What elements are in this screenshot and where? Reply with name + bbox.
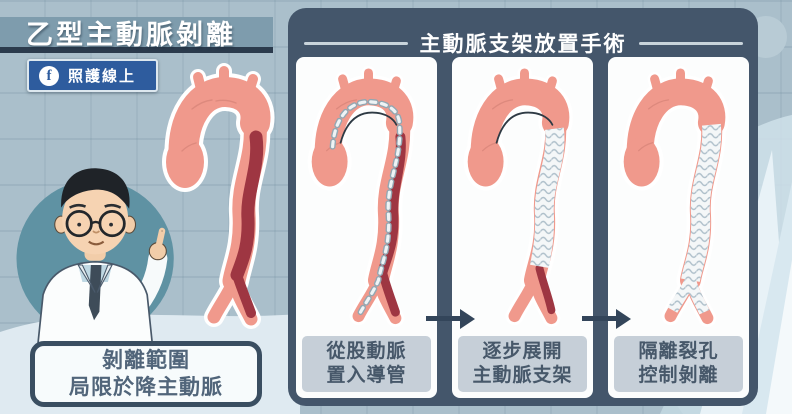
step2-line1: 逐步展開 <box>482 341 563 363</box>
procedure-container: 主動脈支架放置手術 <box>288 8 758 406</box>
caption-line-1: 剝離範圍 <box>102 348 190 372</box>
step3-line2: 控制剝離 <box>638 365 719 386</box>
doctor-face <box>54 168 137 255</box>
large-aorta-illustration <box>162 63 275 329</box>
catheter <box>495 111 554 144</box>
step3-line1: 隔離裂孔 <box>638 341 719 363</box>
step-panel-2: 逐步展開 主動脈支架 <box>452 57 593 398</box>
step-caption-2: 逐步展開 主動脈支架 <box>458 336 587 392</box>
step-arrow-2 <box>582 308 631 329</box>
title-badge: 乙型主動脈剝離 <box>0 17 273 53</box>
step1-line2: 置入導管 <box>326 365 407 386</box>
aorta-with-guidewire-illustration <box>307 65 417 328</box>
header-rule-left <box>303 41 408 45</box>
dissection-caption: 剝離範圍 局限於降主動脈 <box>30 341 262 407</box>
false-lumen <box>377 131 406 317</box>
step1-line1: 從股動脈 <box>326 341 407 363</box>
aorta-stent-partial-illustration <box>463 65 573 328</box>
brand-label: 照護線上 <box>68 68 137 85</box>
caption-line-2: 局限於降主動脈 <box>69 376 223 399</box>
arrow-right-icon <box>460 308 475 329</box>
step-caption-3: 隔離裂孔 控制剝離 <box>614 336 743 392</box>
arrow-right-icon <box>616 308 631 329</box>
step-caption-1: 從股動脈 置入導管 <box>302 336 431 392</box>
step-panels: 從股動脈 置入導管 <box>296 57 750 398</box>
step-arrow-1 <box>426 308 475 329</box>
catheter <box>339 111 398 144</box>
hair <box>61 168 130 209</box>
arrow-shaft <box>582 316 616 321</box>
step2-line2: 主動脈支架 <box>472 365 573 386</box>
procedure-header: 主動脈支架放置手術 <box>288 28 758 58</box>
step-panel-3: 隔離裂孔 控制剝離 <box>608 57 749 398</box>
arrow-shaft <box>426 316 460 321</box>
page-title: 乙型主動脈剝離 <box>26 19 236 50</box>
facebook-badge[interactable]: f 照護線上 <box>27 59 158 92</box>
facebook-icon: f <box>39 65 59 86</box>
guidewire <box>329 98 403 318</box>
stent-graft <box>530 127 565 268</box>
header-rule-right <box>638 41 743 45</box>
step-panel-1: 從股動脈 置入導管 <box>296 57 437 398</box>
aorta-stent-full-illustration <box>619 65 729 328</box>
procedure-title: 主動脈支架放置手術 <box>419 33 627 56</box>
false-lumen <box>230 130 264 318</box>
pointing-hand <box>148 227 167 261</box>
